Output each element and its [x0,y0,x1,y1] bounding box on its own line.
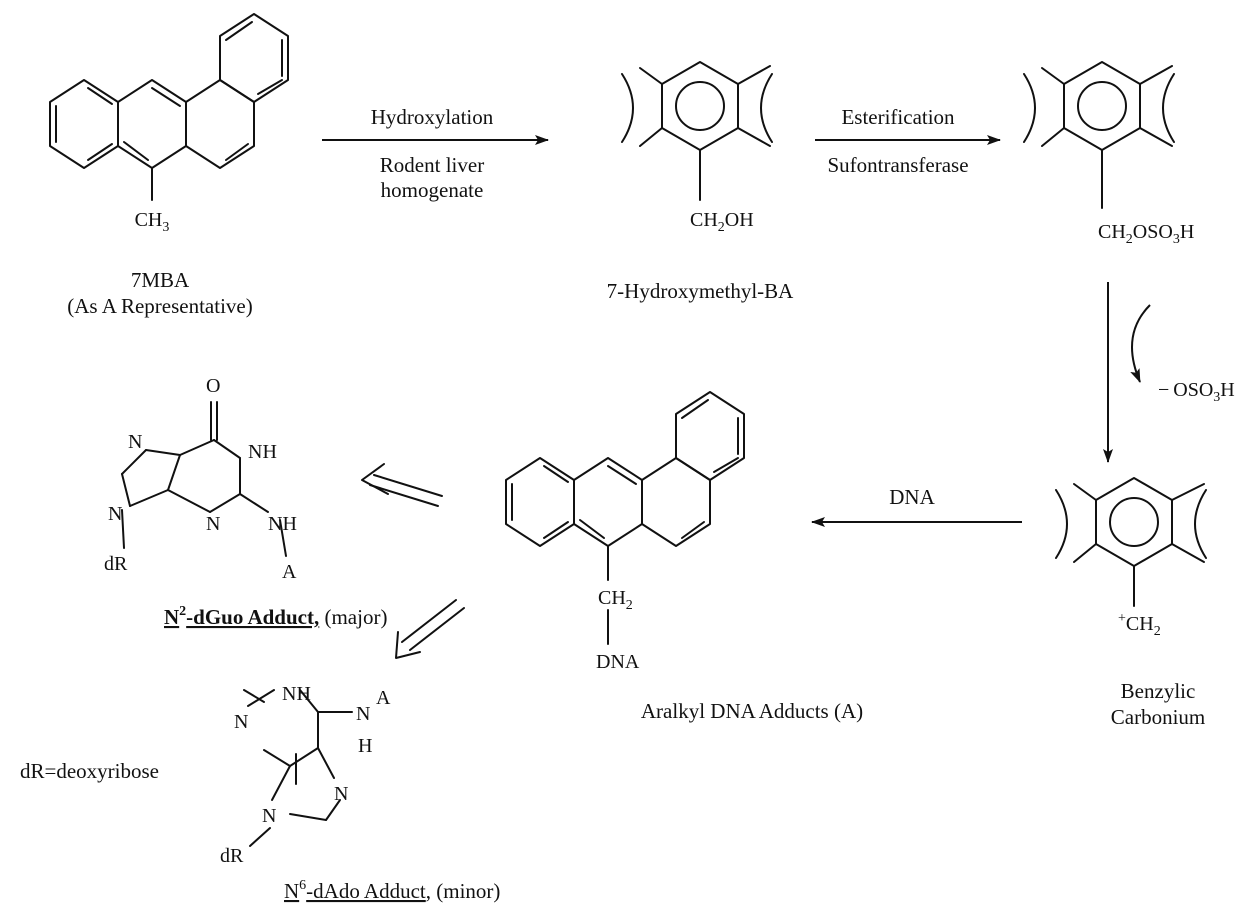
esterification-enzyme: Sufontransferase [827,153,968,177]
dado-n7-label: N [334,783,348,805]
carbonium-name-line2: Carbonium [1111,705,1206,729]
dado-nh-label: NH [282,683,311,705]
adduct-name: Aralkyl DNA Adducts (A) [641,699,863,723]
dado-name: N6-dAdo Adduct, (minor) [284,878,500,903]
adduct-dna-label: DNA [596,651,640,673]
dna-arrow-label: DNA [889,485,935,509]
dguo-name: N2-dGuo Adduct, (major) [164,604,387,629]
dguo-o-label: O [206,375,220,397]
esterification-label: Esterification [841,105,955,129]
mba-note: (As A Representative) [67,294,252,318]
dguo-dr-label: dR [104,553,128,575]
hydroxylation-condition-1: Rodent liver [380,153,484,177]
dado-n9-label: N [262,805,276,827]
mba-structure [49,13,289,201]
dado-n6-label: N [356,703,370,725]
carbonium-group-label: +CH2 [1118,611,1161,639]
hydroxymethyl-group-label: CH2OH [690,209,754,235]
open-arrow-to-dguo [361,463,443,507]
dado-structure [243,689,353,847]
dado-dr-label: dR [220,845,244,867]
adduct-ch2-label: CH2 [598,587,633,613]
dguo-a-label: A [282,561,297,583]
leaving-group-curved-arrow [1130,304,1151,383]
dguo-nh1-label: NH [248,441,277,463]
dguo-n3-label: N [206,513,220,535]
dguo-n7-label: N [128,431,142,453]
dado-a-label: A [376,687,391,709]
carbonium-name-line1: Benzylic [1121,679,1196,703]
hydroxymethyl-structure [621,61,773,201]
dguo-structure [121,401,287,557]
dado-h-label: H [358,735,372,757]
sulfate-ester-structure [1023,61,1175,209]
dguo-nh2-label: NH [268,513,297,535]
open-arrow-to-dado [395,599,465,659]
carbonium-structure [1055,477,1207,607]
hydroxymethyl-name: 7-Hydroxymethyl-BA [607,279,794,303]
leaving-group-label: −OSO3H [1158,379,1235,405]
deoxyribose-legend: dR=deoxyribose [20,759,159,783]
dguo-n9-label: N [108,503,122,525]
dado-n1-label: N [234,711,248,733]
mba-name: 7MBA [131,268,190,292]
mba-methyl-label: CH3 [135,209,170,235]
hydroxylation-label: Hydroxylation [371,105,494,129]
aralkyl-adduct-structure [505,391,745,645]
hydroxylation-condition-2: homogenate [381,178,484,202]
sulfate-group-label: CH2OSO3H [1098,221,1194,247]
